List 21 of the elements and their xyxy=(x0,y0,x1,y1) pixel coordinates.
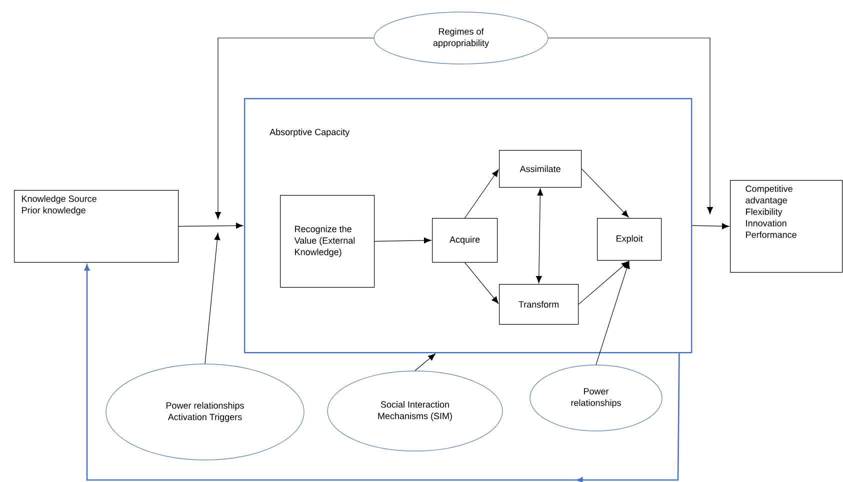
arrow xyxy=(692,223,730,230)
process-box: Recognize the Value (External Knowledge) xyxy=(280,195,375,288)
arrow xyxy=(581,168,629,218)
process-box: Assimilate xyxy=(499,150,582,188)
process-box: Competitive advantage Flexibility Innovation Performance xyxy=(730,180,843,273)
arrow xyxy=(464,169,499,218)
arrow xyxy=(536,188,544,284)
arrow xyxy=(578,261,629,305)
arrow xyxy=(215,38,374,220)
arrow xyxy=(178,222,244,229)
process-box: Exploit xyxy=(597,218,662,261)
process-box: Transform xyxy=(499,284,579,325)
feedback-arrow xyxy=(84,264,680,482)
arrow xyxy=(414,354,436,371)
arrow xyxy=(548,38,714,214)
process-box: Knowledge Source Prior knowledge xyxy=(14,190,179,263)
arrow xyxy=(204,232,220,364)
arrow xyxy=(464,262,499,304)
arrow xyxy=(596,261,630,365)
process-box: Acquire xyxy=(432,218,498,263)
arrow xyxy=(374,237,432,244)
